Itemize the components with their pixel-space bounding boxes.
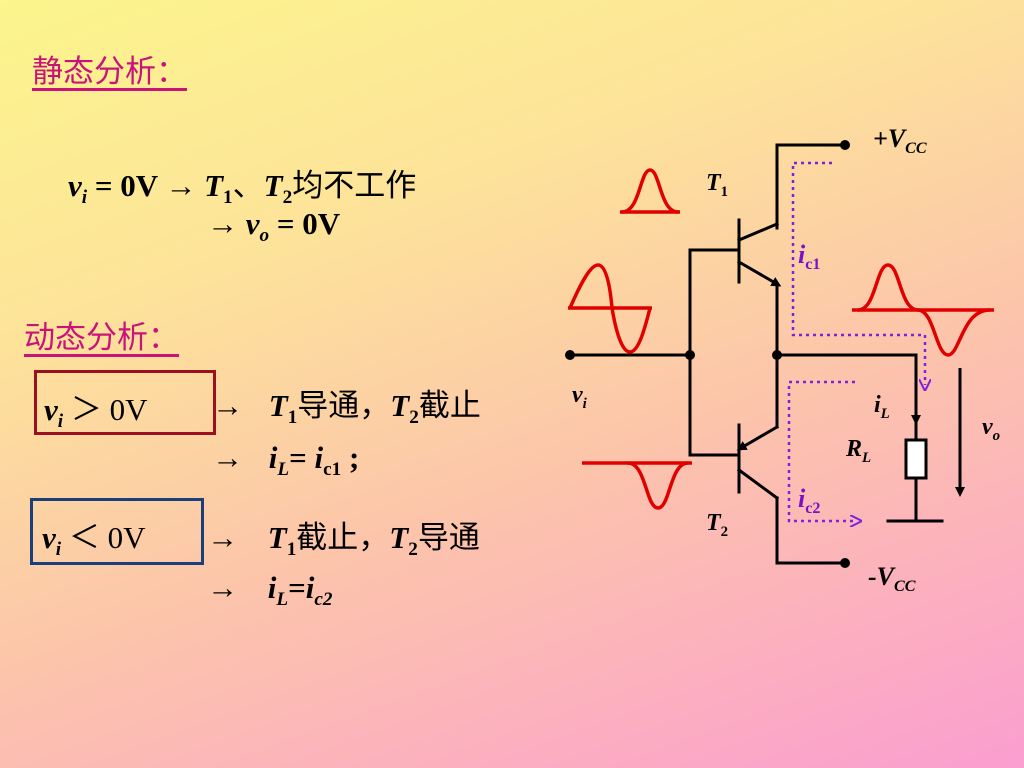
input-sine-wave [568, 263, 652, 354]
base-junction [685, 350, 695, 360]
t2-emitter [736, 424, 780, 451]
ic1-label: ic1 [798, 240, 821, 274]
case1-result: → T1导通，T2截止 [212, 388, 481, 429]
input-terminal [565, 350, 575, 360]
static-line-1: vi = 0V → T1、T2均不工作 [68, 168, 417, 209]
static-analysis-heading: 静态分析： [32, 54, 187, 90]
vcc-negative-terminal [840, 558, 850, 568]
il-label: iL [874, 392, 890, 422]
case1-condition: vi ＞ 0V [44, 392, 148, 433]
t1-emitter [736, 259, 782, 287]
vcc-positive-wire [775, 143, 847, 230]
vi-label: vi [572, 382, 587, 412]
vcc-negative-label: -VCC [868, 562, 916, 596]
case2-condition: vi ＜ 0V [42, 520, 146, 561]
output-wire [775, 353, 918, 442]
dynamic-analysis-heading: 动态分析： [24, 320, 179, 356]
case1-current: → iL= ic1 ; [212, 440, 360, 481]
output-wave [852, 263, 994, 357]
static-line-2: → vo = 0V [207, 206, 341, 247]
vcc-positive-label: +VCC [873, 124, 927, 158]
base-wire [688, 248, 741, 457]
ic2-path [787, 380, 856, 521]
t1-collector [737, 222, 779, 242]
case2-condition-box [30, 498, 204, 565]
vcc-positive-terminal [840, 140, 850, 150]
rl-label: RL [846, 436, 872, 466]
emitter-junction [772, 350, 782, 360]
case2-result: → T1截止，T2导通 [207, 520, 480, 561]
vcc-negative-wire [775, 496, 847, 565]
vo-label: vo [982, 414, 1001, 444]
case2-current: → iL=ic2 [207, 570, 333, 611]
t2-input-half-wave [582, 461, 692, 510]
t1-label: T1 [706, 170, 729, 200]
t1-input-half-wave [620, 168, 680, 214]
load-resistor [904, 438, 928, 480]
case1-condition-box [34, 370, 216, 435]
ic1-path [791, 161, 925, 385]
t2-label: T2 [706, 510, 729, 540]
t2-collector [736, 467, 780, 501]
ic2-label: ic2 [798, 484, 821, 518]
